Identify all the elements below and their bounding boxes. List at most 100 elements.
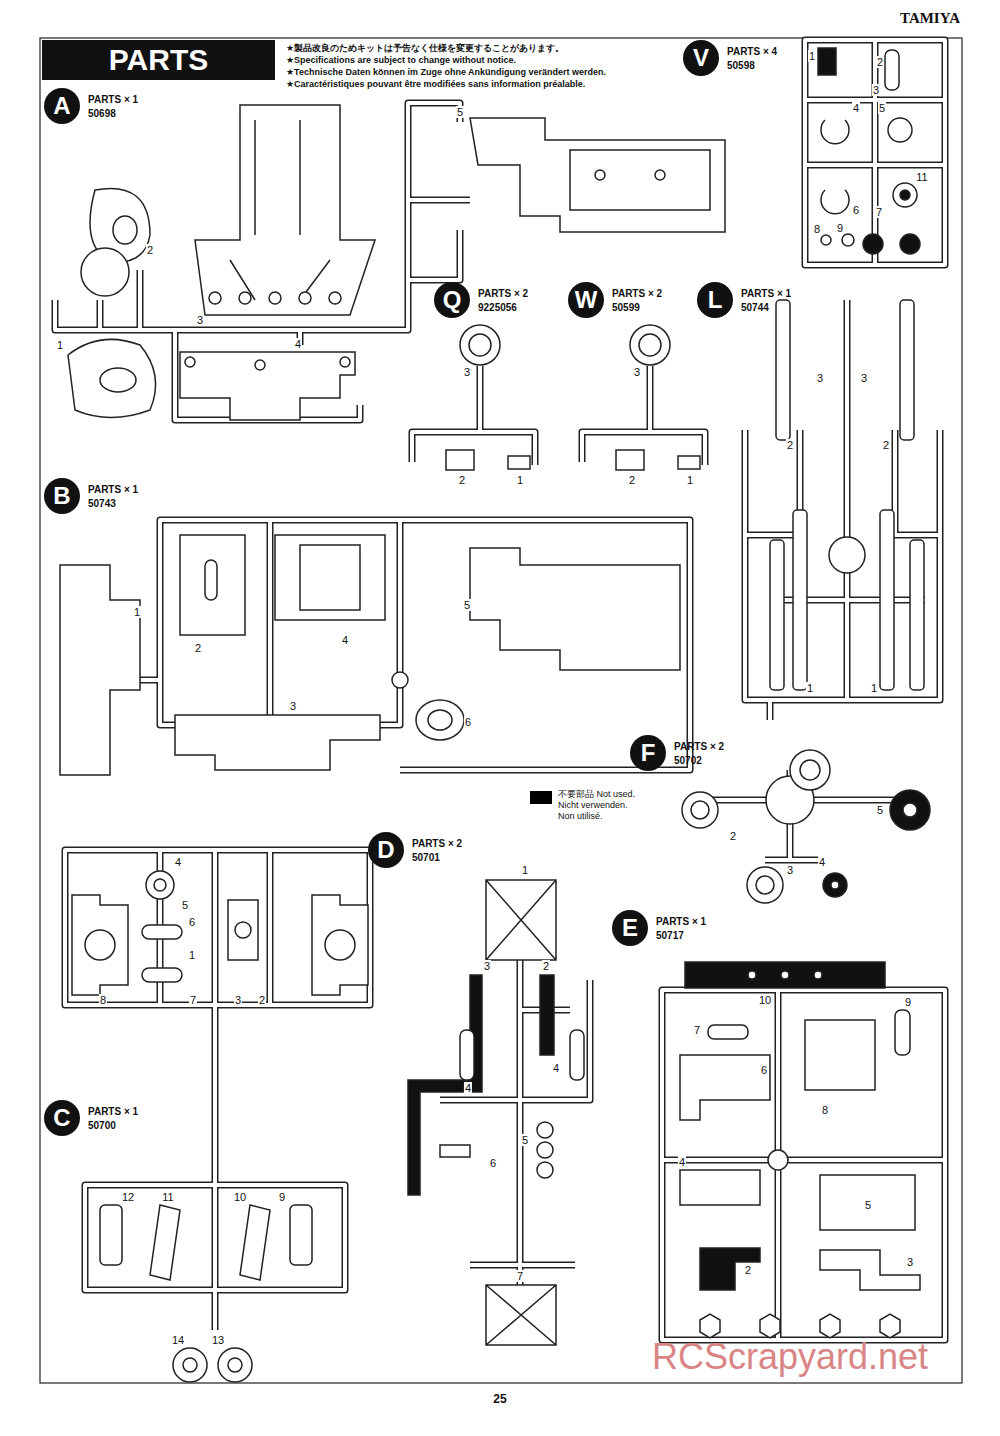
callout-number: 11 — [161, 1191, 174, 1203]
callout-number: 2 — [146, 244, 154, 256]
callout-number: 3 — [463, 366, 471, 378]
sprue-badge: BPARTS × 150743 — [44, 478, 80, 514]
sprue-letter: W — [568, 282, 604, 318]
callout-number: 6 — [489, 1157, 497, 1169]
callout-number: 3 — [872, 84, 880, 96]
callout-number: 2 — [882, 439, 890, 451]
callout-number: 9 — [836, 222, 844, 234]
callout-number: 8 — [821, 1104, 829, 1116]
parts-quantity: PARTS × 1 — [656, 916, 706, 927]
notice-text: ★製品改良のためキットは予告なく仕様を変更することがあります。 — [285, 44, 565, 54]
legend-swatch — [530, 791, 552, 804]
callout-number: 2 — [729, 830, 737, 842]
page-number: 25 — [492, 1393, 507, 1406]
callout-number: 4 — [552, 1062, 560, 1074]
sprue-badge: DPARTS × 250701 — [368, 832, 404, 868]
header-band: PARTS — [42, 40, 275, 80]
callout-number: 3 — [816, 372, 824, 384]
callout-number: 2 — [876, 56, 884, 68]
callout-number: 10 — [758, 994, 772, 1006]
callout-number: 4 — [341, 634, 349, 646]
watermark: RCScrapyard.net — [651, 1337, 929, 1377]
callout-number: 3 — [483, 960, 491, 972]
callout-number: 4 — [174, 856, 182, 868]
callout-number: 12 — [121, 1191, 135, 1203]
callout-number: 3 — [860, 372, 868, 384]
callout-number: 4 — [818, 856, 826, 868]
sprue-badge: VPARTS × 450598 — [683, 40, 719, 76]
callout-number: 1 — [188, 949, 196, 961]
parts-quantity: PARTS × 2 — [612, 288, 662, 299]
sprue-badge: QPARTS × 29225056 — [434, 282, 470, 318]
callout-number: 5 — [463, 599, 471, 611]
callout-number: 8 — [813, 223, 821, 235]
callout-number: 1 — [56, 339, 64, 351]
notice-text: ★Technische Daten können im Zuge ohne An… — [285, 68, 607, 78]
callout-number: 2 — [786, 439, 794, 451]
callout-number: 2 — [628, 474, 636, 486]
callout-number: 2 — [458, 474, 466, 486]
parts-quantity: PARTS × 2 — [412, 838, 462, 849]
sprue-letter: L — [697, 282, 733, 318]
callout-number: 2 — [258, 994, 266, 1006]
parts-quantity: PARTS × 1 — [88, 484, 138, 495]
callout-number: 9 — [904, 996, 912, 1008]
callout-number: 5 — [878, 102, 886, 114]
callout-number: 1 — [133, 606, 141, 618]
callout-number: 4 — [678, 1156, 686, 1168]
parts-quantity: PARTS × 1 — [741, 288, 791, 299]
header-title: PARTS — [109, 43, 208, 77]
parts-quantity: PARTS × 1 — [88, 1106, 138, 1117]
callout-number: 7 — [516, 1270, 524, 1282]
sprue-badge: WPARTS × 250599 — [568, 282, 604, 318]
callout-number: 3 — [196, 314, 204, 326]
sprue-code: 50717 — [656, 930, 684, 941]
brand-name: TAMIYA — [899, 10, 961, 27]
sprue-letter: F — [630, 735, 666, 771]
callout-number: 1 — [870, 682, 878, 694]
callout-number: 5 — [181, 899, 189, 911]
parts-quantity: PARTS × 4 — [727, 46, 777, 57]
sprue-letter: D — [368, 832, 404, 868]
callout-number: 7 — [875, 206, 883, 218]
parts-quantity: PARTS × 2 — [478, 288, 528, 299]
callout-number: 6 — [852, 204, 860, 216]
sprue-code: 50702 — [674, 755, 702, 766]
parts-quantity: PARTS × 1 — [88, 94, 138, 105]
sprue-letter: Q — [434, 282, 470, 318]
callout-number: 3 — [289, 700, 297, 712]
callout-number: 4 — [294, 338, 302, 350]
callout-number: 4 — [464, 1082, 472, 1094]
sprue-code: 9225056 — [478, 302, 517, 313]
notice-text: ★Caractéristiques pouvant être modifiées… — [285, 80, 586, 90]
callout-number: 7 — [693, 1024, 701, 1036]
callout-number: 1 — [521, 864, 529, 876]
sprue-badge: LPARTS × 150744 — [697, 282, 733, 318]
sprue-code: 50698 — [88, 108, 116, 119]
sprue-badge: FPARTS × 250702 — [630, 735, 666, 771]
callout-number: 6 — [464, 716, 472, 728]
callout-number: 10 — [233, 1191, 247, 1203]
sprue-letter: C — [44, 1100, 80, 1136]
callout-number: 5 — [456, 106, 464, 118]
callout-number: 9 — [278, 1191, 286, 1203]
parts-quantity: PARTS × 2 — [674, 741, 724, 752]
callout-number: 8 — [99, 994, 107, 1006]
callout-number: 2 — [744, 1264, 752, 1276]
callout-number: 14 — [171, 1334, 185, 1346]
sprue-code: 50700 — [88, 1120, 116, 1131]
callout-number: 1 — [806, 682, 814, 694]
callout-number: 5 — [864, 1199, 872, 1211]
sprue-code: 50598 — [727, 60, 755, 71]
sprue-letter: B — [44, 478, 80, 514]
callout-number: 5 — [521, 1134, 529, 1146]
sprue-code: 50599 — [612, 302, 640, 313]
notice-text: ★Specifications are subject to change wi… — [285, 56, 517, 66]
legend-text: 不要部品 Not used. Nicht verwenden. Non util… — [558, 789, 644, 822]
sprue-code: 50743 — [88, 498, 116, 509]
callout-number: 3 — [786, 864, 794, 876]
callout-number: 11 — [915, 171, 928, 183]
callout-number: 1 — [516, 474, 524, 486]
callout-number: 2 — [542, 960, 550, 972]
